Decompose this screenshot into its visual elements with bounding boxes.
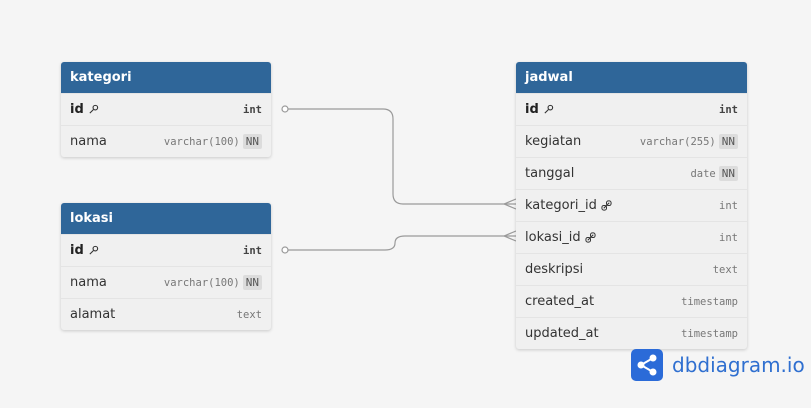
field-row[interactable]: alamat text [61,298,271,330]
field-type: timestamp [681,295,738,308]
table-header[interactable]: jadwal [516,62,747,93]
field-type: int [243,103,262,116]
link-icon [585,232,596,243]
field-row[interactable]: lokasi_id int [516,221,747,253]
field-name: created_at [525,294,595,309]
field-type: varchar(100)NN [164,134,262,149]
table-header[interactable]: lokasi [61,203,271,234]
relation-kategori-jadwal [281,105,517,210]
field-type: int [243,244,262,257]
table-kategori[interactable]: kategori id int nama varchar(100)NN [61,62,271,157]
field-row[interactable]: id int [61,234,271,266]
dbdiagram-logo[interactable]: dbdiagram.io [631,349,805,381]
field-name: lokasi_id [525,230,596,245]
field-row[interactable]: kegiatan varchar(255)NN [516,125,747,157]
field-row[interactable]: nama varchar(100)NN [61,125,271,157]
field-row[interactable]: updated_at timestamp [516,317,747,349]
field-type: varchar(100)NN [164,275,262,290]
field-type: timestamp [681,327,738,340]
key-icon [544,104,553,114]
not-null-badge: NN [242,134,262,149]
field-row[interactable]: kategori_id int [516,189,747,221]
field-row[interactable]: deskripsi text [516,253,747,285]
field-type: text [712,263,738,276]
field-name: deskripsi [525,262,584,277]
field-name: id [70,243,99,258]
field-name: alamat [70,307,116,322]
field-type: int [719,103,738,116]
field-name: updated_at [525,326,599,341]
field-row[interactable]: nama varchar(100)NN [61,266,271,298]
field-type: int [719,231,738,244]
table-jadwal[interactable]: jadwal id int kegiatan varchar(255)NN ta… [516,62,747,349]
not-null-badge: NN [718,134,738,149]
field-type: varchar(255)NN [640,134,738,149]
field-name: nama [70,134,107,149]
logo-text: dbdiagram.io [672,353,805,377]
field-row[interactable]: id int [61,93,271,125]
key-icon [89,104,98,114]
field-name: tanggal [525,166,575,181]
table-header[interactable]: kategori [61,62,271,93]
key-icon [89,245,98,255]
not-null-badge: NN [242,275,262,290]
share-nodes-icon [631,349,663,381]
field-name: kegiatan [525,134,582,149]
link-icon [601,200,612,211]
not-null-badge: NN [718,166,738,181]
field-name: nama [70,275,107,290]
relation-lokasi-jadwal [281,230,517,254]
field-type: text [236,308,262,321]
field-name: id [70,102,99,117]
field-row[interactable]: id int [516,93,747,125]
field-row[interactable]: created_at timestamp [516,285,747,317]
field-type: int [719,199,738,212]
field-name: id [525,102,554,117]
table-lokasi[interactable]: lokasi id int nama varchar(100)NN alamat… [61,203,271,330]
field-name: kategori_id [525,198,612,213]
